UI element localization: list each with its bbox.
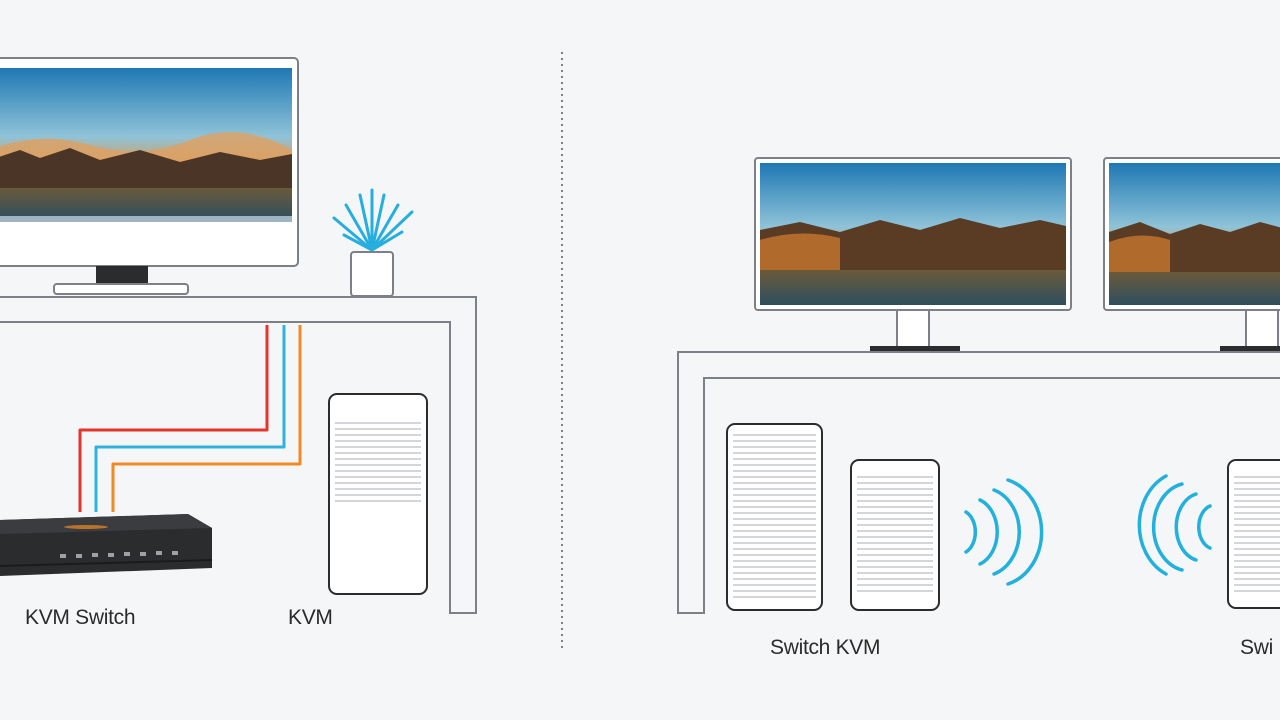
wifi-signal-icon — [1137, 474, 1212, 576]
plant-icon — [332, 188, 414, 297]
right-edge-label: Swi — [1240, 636, 1273, 659]
tower-pc-icon — [726, 423, 823, 611]
right-towers-label: Switch KVM — [770, 636, 881, 659]
left-monitor — [0, 57, 299, 295]
right-monitor-1 — [754, 157, 1072, 352]
switch-label: KVM Switch — [25, 606, 136, 629]
left-tower-label: KVM — [288, 606, 333, 629]
wifi-signal-icon — [964, 478, 1044, 586]
kvm-cables — [78, 325, 302, 512]
right-monitor-2 — [1103, 157, 1280, 352]
tower-pc-icon — [850, 459, 940, 611]
left-desk — [0, 296, 477, 614]
tower-pc-icon — [328, 393, 428, 595]
right-desk — [677, 351, 1280, 614]
tower-pc-icon — [1227, 459, 1280, 609]
network-switch-icon — [0, 514, 213, 576]
